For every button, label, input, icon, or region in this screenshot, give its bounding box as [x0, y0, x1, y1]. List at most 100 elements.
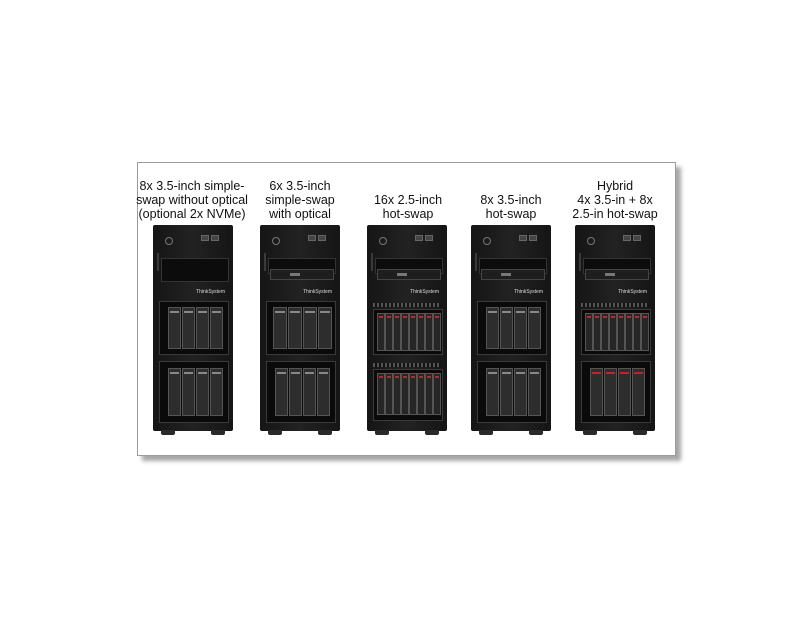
server-logo: ThinkSystem: [196, 289, 225, 295]
caption-line: 8x 3.5-inch simple-: [139, 179, 245, 193]
caption-line: simple-swap: [265, 193, 335, 207]
drive-slot: [609, 313, 617, 351]
drive-slot: [385, 373, 393, 415]
drive-slot: [288, 307, 302, 349]
drive-slot: [593, 313, 601, 351]
drive-slot: [196, 307, 209, 349]
caption-line: with optical: [269, 207, 331, 221]
server-foot: [529, 430, 543, 435]
optical-drive-icon: [481, 269, 545, 280]
drive-slot: [303, 307, 317, 349]
caption-line: swap without optical: [136, 193, 248, 207]
caption-16x-hot-swap: 16x 2.5-inch hot-swap: [348, 193, 468, 221]
server-chassis: ThinkSystem: [471, 225, 551, 431]
drive-slot: [590, 368, 603, 416]
drive-slot: [182, 307, 195, 349]
caption-line: (optional 2x NVMe): [138, 207, 246, 221]
vent-grille: [373, 303, 441, 307]
drive-slot: [417, 313, 425, 351]
drive-slot: [500, 307, 513, 349]
optical-drive-slot: [290, 273, 300, 276]
optical-drive-slot: [605, 273, 615, 276]
usb-port-icon: [529, 235, 537, 241]
usb-port-icon: [633, 235, 641, 241]
drive-slot: [318, 307, 332, 349]
optical-drive-icon: [377, 269, 441, 280]
drive-slot: [377, 373, 385, 415]
caption-line: 4x 3.5-in + 8x: [577, 193, 653, 207]
server-foot: [425, 430, 439, 435]
drive-slot: [486, 368, 499, 416]
drive-cage: [266, 301, 336, 355]
vent-grille: [581, 303, 649, 307]
caption-6x-simple-swap: 6x 3.5-inch simple-swap with optical: [240, 179, 360, 221]
drive-slot: [303, 368, 316, 416]
drive-slot: [417, 373, 425, 415]
usb-port-icon: [308, 235, 316, 241]
server-logo: ThinkSystem: [514, 289, 543, 295]
usb-port-icon: [201, 235, 209, 241]
drive-slot: [500, 368, 513, 416]
server-chassis: ThinkSystem: [367, 225, 447, 431]
drive-slot: [275, 368, 288, 416]
drive-cage: [477, 361, 547, 423]
drive-cage: [266, 361, 336, 423]
caption-line: Hybrid: [596, 179, 634, 193]
drive-slot: [385, 313, 393, 351]
drive-slot: [317, 368, 330, 416]
drive-slot: [618, 368, 631, 416]
drive-cage: [581, 361, 651, 423]
drive-slot: [486, 307, 499, 349]
caption-8x-simple-swap: 8x 3.5-inch simple- swap without optical…: [132, 179, 252, 221]
drive-slot: [168, 368, 181, 416]
caption-line: hot-swap: [382, 207, 434, 221]
drive-slot: [401, 373, 409, 415]
power-button-icon: [483, 237, 491, 245]
drive-cage: [159, 301, 229, 355]
usb-port-icon: [211, 235, 219, 241]
caption-line: hot-swap: [485, 207, 537, 221]
server-foot: [318, 430, 332, 435]
drive-slot: [632, 368, 645, 416]
drive-slot: [433, 373, 441, 415]
server-16x-hot-swap: ThinkSystem: [367, 225, 447, 435]
optical-drive-icon: [270, 269, 334, 280]
drive-slot: [210, 307, 223, 349]
caption-line: 8x 3.5-inch: [480, 193, 542, 207]
drive-slot: [433, 313, 441, 351]
drive-slot: [289, 368, 302, 416]
drive-slot: [393, 313, 401, 351]
caption-hybrid: Hybrid 4x 3.5-in + 8x 2.5-in hot-swap: [555, 179, 675, 221]
drive-slot: [182, 368, 195, 416]
power-button-icon: [165, 237, 173, 245]
usb-port-icon: [623, 235, 631, 241]
power-button-icon: [272, 237, 280, 245]
drive-slot: [210, 368, 223, 416]
server-logo: ThinkSystem: [618, 289, 647, 295]
drive-slot: [168, 307, 181, 349]
drive-slot: [377, 313, 385, 351]
optical-drive-slot: [501, 273, 511, 276]
usb-port-icon: [415, 235, 423, 241]
drive-slot: [401, 313, 409, 351]
optical-drive-slot: [397, 273, 407, 276]
brand-bar: [157, 253, 159, 271]
power-button-icon: [379, 237, 387, 245]
blank-bay: [161, 258, 229, 282]
drive-slot: [409, 373, 417, 415]
server-foot: [479, 430, 493, 435]
server-foot: [375, 430, 389, 435]
server-foot: [211, 430, 225, 435]
drive-slot: [425, 373, 433, 415]
caption-line: 6x 3.5-inch: [269, 179, 331, 193]
server-foot: [583, 430, 597, 435]
caption-8x-hot-swap: 8x 3.5-inch hot-swap: [451, 193, 571, 221]
drive-slot: [641, 313, 649, 351]
brand-bar: [475, 253, 477, 271]
brand-bar: [264, 253, 266, 271]
drive-cage: [373, 309, 443, 355]
caption-line: 16x 2.5-inch: [373, 193, 443, 207]
server-chassis: ThinkSystem: [260, 225, 340, 431]
drive-slot: [409, 313, 417, 351]
server-foot: [161, 430, 175, 435]
